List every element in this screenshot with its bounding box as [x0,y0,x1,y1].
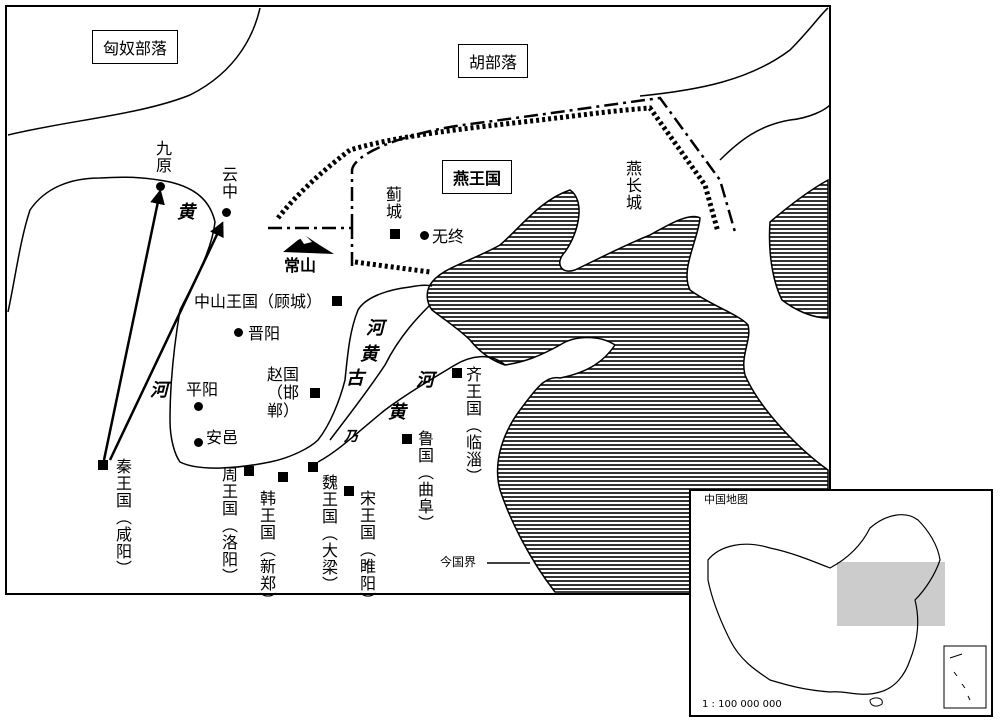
yan-great-wall [276,105,721,233]
inset-title: 中国地图 [704,493,748,506]
qi-marker [452,368,462,378]
city-qi: 齐王国（临淄） [463,366,482,485]
river-label-wu: 乃 [344,429,358,445]
river-label-huang-east: 黄 [388,402,406,423]
city-song: 宋王国（睢阳） [357,490,376,609]
jicheng-marker [390,229,400,239]
xiongnu-boundary [7,7,261,136]
city-jiuyuan: 九原 [153,140,172,174]
river-label-he-east: 河 [416,370,434,391]
yunzhong-marker [222,208,231,217]
hainan-outline [869,697,883,707]
region-xiongnu: 匈奴部落 [92,30,179,64]
south-sea-islands [949,653,971,701]
zhongshan-marker [332,296,342,306]
city-zhongshan: 中山王国（顾城） [194,292,323,311]
city-anyi: 安邑 [206,428,239,447]
river-label-huang: 黄 [177,202,195,223]
city-wei: 魏王国（大梁） [319,474,338,593]
city-lu: 鲁国（曲阜） [415,430,434,532]
coast-northeast [719,104,831,161]
city-zhao: 赵国（邯郸） [266,365,299,420]
song-marker [344,486,354,496]
zhou-marker [244,466,254,476]
campaign-arrow-jiuyuan [102,189,165,461]
yan-wall-label: 燕长城 [623,160,642,211]
mountain-icon [283,236,334,254]
jiuyuan-marker [156,182,165,191]
campaign-arrow-yunzhong [108,221,224,461]
mountain-snow-icon [300,236,312,244]
city-wuzhong: 无终 [432,227,465,246]
yan-border [268,96,737,268]
jinyang-marker [234,328,243,337]
city-yunzhong: 云中 [219,166,238,200]
region-hu: 胡部落 [458,44,529,78]
legend-boundary-label: 今国界 [440,555,477,569]
ancient-yellow-river [329,304,431,441]
south-sea-inset [943,645,987,709]
city-pingyang: 平阳 [186,380,219,399]
han-marker [278,472,288,482]
mountain-label: 常山 [284,256,317,275]
city-jicheng: 蓟城 [383,186,402,220]
yellow-river [7,176,433,469]
ancient-river-label-3: 古 [346,368,364,389]
ancient-river-label-2: 黄 [360,344,378,365]
pingyang-marker [194,402,203,411]
river-label-he: 河 [150,380,168,401]
city-jinyang: 晋阳 [248,324,281,343]
wei-marker [308,462,318,472]
city-qin: 秦王国（咸阳） [113,458,132,577]
lu-marker [402,434,412,444]
inset-map [689,489,993,717]
inset-highlight [837,562,945,626]
region-yan: 燕王国 [442,160,513,194]
qin-marker [98,460,108,470]
yellow-river-south [317,356,506,463]
yan-south-wall [354,259,431,275]
city-han: 韩王国（新郑） [257,490,276,609]
city-zhou: 周王国（洛阳） [219,466,238,585]
zhao-marker [310,388,320,398]
inset-scale: 1 : 100 000 000 [702,699,782,710]
hu-boundary-east [639,7,829,97]
wuzhong-marker [420,231,429,240]
ancient-river-label-1: 河 [366,318,384,339]
china-outline [707,514,941,695]
anyi-marker [194,438,203,447]
